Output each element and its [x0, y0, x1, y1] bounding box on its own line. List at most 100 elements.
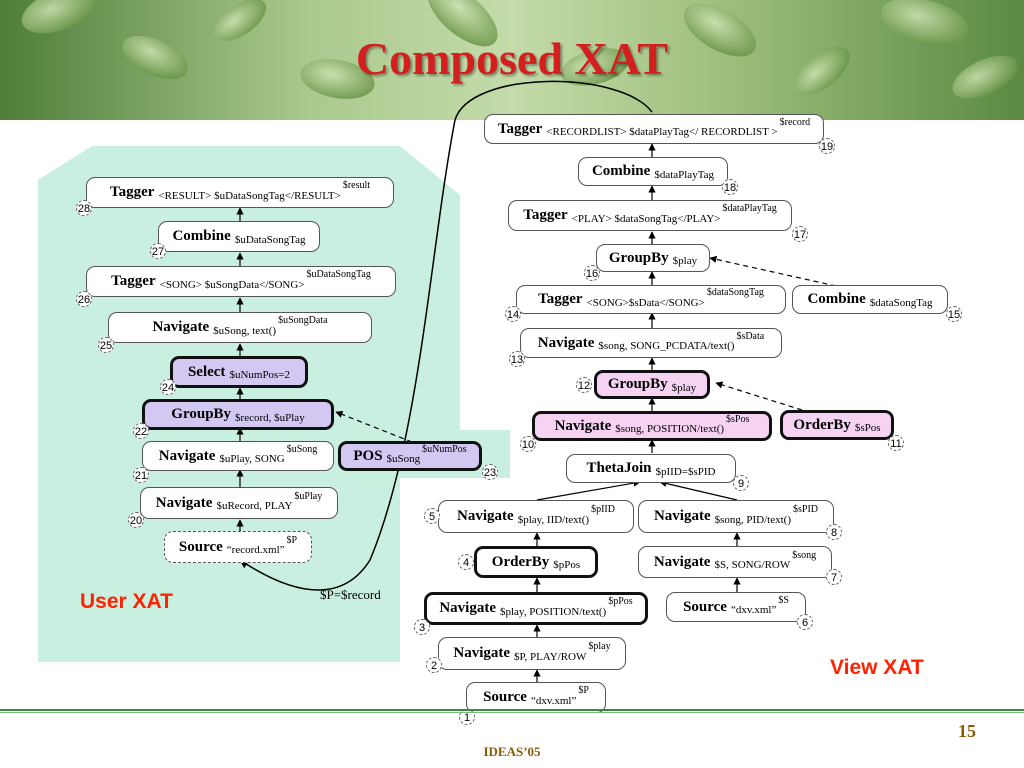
- node-number: 16: [584, 265, 600, 281]
- op-label: Navigate: [457, 508, 514, 524]
- op-label: Tagger: [538, 291, 583, 307]
- node-number: 23: [482, 464, 498, 480]
- tagger-node-28: Tagger <RESULT> $uDataSongTag</RESULT> $…: [86, 177, 394, 208]
- node-number: 18: [722, 179, 738, 195]
- select-node-24: Select $uNumPos=2: [170, 356, 308, 388]
- footer-conference: IDEAS’05: [483, 744, 541, 759]
- op-output: $uDataSongTag: [306, 269, 371, 280]
- op-arg: $S, SONG/ROW: [714, 559, 791, 571]
- node-number: 24: [160, 379, 176, 395]
- navigate-node-21: Navigate $uPlay, SONG $uSong: [142, 441, 334, 471]
- pos-node-23: POS $uSong $uNumPos: [338, 441, 482, 471]
- op-arg: $play, IID/text(): [517, 513, 590, 526]
- footer-divider: [0, 712, 1024, 713]
- navigate-node-13: Navigate $song, SONG_PCDATA/text() $sDat…: [520, 328, 782, 358]
- op-label: ThetaJoin: [586, 460, 652, 476]
- edge: [659, 479, 738, 501]
- node-number: 28: [76, 200, 92, 216]
- op-arg: $pIID=$sPID: [655, 465, 716, 478]
- op-label: Tagger: [497, 120, 543, 137]
- op-arg: $uPlay, SONG: [219, 453, 285, 465]
- op-label: Navigate: [554, 417, 612, 434]
- tagger-node-19: Tagger <RECORDLIST> $dataPlayTag</ RECOR…: [484, 114, 824, 144]
- node-number: 27: [150, 243, 166, 259]
- navigate-node-2: Navigate $P, PLAY/ROW $play: [438, 637, 626, 670]
- dashed-edge: [335, 411, 413, 443]
- op-output: $uPlay: [294, 490, 323, 502]
- op-arg: “dxv.xml”: [730, 604, 777, 616]
- op-output: $P: [286, 534, 298, 546]
- node-number: 14: [505, 306, 521, 322]
- orderby-node-4: OrderBy $pPos: [474, 546, 598, 578]
- tagger-node-17: Tagger <PLAY> $dataSongTag</PLAY> $dataP…: [508, 200, 792, 231]
- tagger-node-26: Tagger <SONG> $uSongData</SONG> $uDataSo…: [86, 266, 396, 297]
- op-output: $sPID: [793, 504, 819, 515]
- groupby-node-12: GroupBy $play: [594, 370, 710, 399]
- op-arg: $uDataSongTag: [234, 233, 306, 246]
- op-label: Combine: [591, 163, 651, 179]
- edge: [536, 479, 641, 501]
- combine-node-27: Combine $uDataSongTag: [158, 221, 320, 252]
- op-output: $dataPlayTag: [722, 203, 777, 214]
- op-label: GroupBy: [607, 376, 668, 392]
- dashed-edge: [709, 255, 837, 287]
- navigate-node-20: Navigate $uRecord, PLAY $uPlay: [140, 487, 338, 519]
- view-xat-label: View XAT: [830, 656, 924, 679]
- node-number: 25: [98, 337, 114, 353]
- op-output: $uSong: [286, 443, 318, 455]
- op-output: $record: [779, 116, 811, 128]
- composition-curve: [239, 80, 653, 591]
- op-label: Source: [178, 538, 223, 555]
- op-label: Source: [683, 598, 727, 615]
- user-xat-label: User XAT: [80, 590, 173, 613]
- op-label: Navigate: [439, 600, 496, 616]
- leaf-banner: [0, 0, 1024, 120]
- node-number: 2: [426, 657, 442, 673]
- op-arg: $dataSongTag: [869, 296, 933, 309]
- navigate-node-10: Navigate $song, POSITION/text() $sPos: [532, 411, 772, 441]
- op-label: Navigate: [653, 553, 711, 570]
- node-number: 17: [792, 226, 808, 242]
- op-label: Navigate: [653, 508, 711, 524]
- op-arg: <RESULT> $uDataSongTag</RESULT>: [158, 189, 341, 202]
- op-label: OrderBy: [491, 553, 550, 570]
- op-label: Navigate: [453, 645, 511, 661]
- tagger-node-14: Tagger <SONG>$sData</SONG> $dataSongTag: [516, 285, 786, 314]
- thetajoin-node-9: ThetaJoin $pIID=$sPID: [566, 454, 736, 483]
- navigate-node-7: Navigate $S, SONG/ROW $song: [638, 546, 832, 578]
- op-arg: $P, PLAY/ROW: [514, 650, 587, 663]
- node-number: 13: [509, 351, 525, 367]
- navigate-node-8: Navigate $song, PID/text() $sPID: [638, 500, 834, 533]
- node-number: 8: [826, 524, 842, 540]
- op-arg: “dxv.xml”: [530, 694, 577, 707]
- source-node-record: Source “record.xml” $P: [164, 531, 312, 563]
- op-output: $dataSongTag: [706, 287, 764, 298]
- navigate-node-3: Navigate $play, POSITION/text() $pPos: [424, 592, 648, 625]
- op-arg: <RECORDLIST> $dataPlayTag</ RECORDLIST >: [546, 126, 778, 138]
- node-number: 5: [424, 508, 440, 524]
- op-label: Tagger: [109, 184, 155, 200]
- op-label: Tagger: [111, 273, 156, 289]
- op-arg: $song, PID/text(): [714, 513, 792, 526]
- op-output: $uNumPos: [422, 443, 467, 455]
- op-arg: $song, POSITION/text(): [615, 423, 725, 435]
- op-output: $sData: [736, 330, 765, 342]
- page-number: 15: [958, 721, 976, 741]
- combine-node-15: Combine $dataSongTag: [792, 285, 948, 314]
- op-label: Navigate: [155, 494, 213, 511]
- op-label: GroupBy: [608, 249, 669, 266]
- op-arg: $record, $uPlay: [235, 411, 305, 424]
- op-label: Navigate: [158, 447, 216, 464]
- node-number: 15: [946, 306, 962, 322]
- navigate-node-25: Navigate $uSong, text() $uSongData: [108, 312, 372, 343]
- op-label: Navigate: [537, 334, 595, 351]
- groupby-node-22: GroupBy $record, $uPlay: [142, 399, 334, 430]
- op-arg: $uRecord, PLAY: [216, 500, 293, 512]
- node-number: 20: [128, 512, 144, 528]
- node-number: 19: [819, 138, 835, 154]
- dashed-edge: [715, 381, 803, 411]
- node-number: 6: [797, 614, 813, 630]
- op-arg: $sPos: [854, 422, 881, 434]
- op-label: Select: [187, 363, 226, 380]
- op-output: $pIID: [591, 504, 615, 515]
